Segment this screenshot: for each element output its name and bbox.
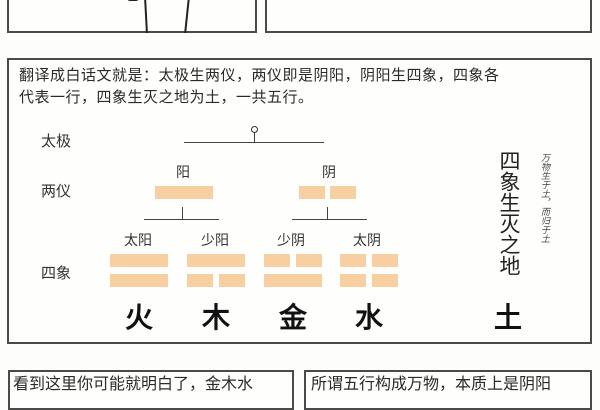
node-shaoyang: 少阳 [201, 233, 229, 249]
shaoyin-bar-top-left [264, 254, 290, 267]
bottom-left-comic-panel: 看到这里你可能就明白了，金木水 [8, 370, 294, 410]
taiyang-bar-bottom [110, 274, 168, 287]
top-right-comic-panel [265, 0, 592, 33]
taiyin-bar-top-right [372, 254, 398, 267]
element-earth: 土 [493, 301, 522, 334]
top-left-comic-panel [7, 0, 257, 33]
taiyin-bar-bottom-right [372, 274, 398, 287]
bottom-right-comic-panel: 所谓五行构成万物，本质上是阴阳 [304, 370, 592, 410]
node-yang: 阳 [176, 165, 190, 181]
yin-stem [327, 207, 328, 219]
shaoyang-bar-bottom-left [187, 274, 213, 287]
shaoyang-bar-bottom-right [219, 274, 245, 287]
caption-line-1: 翻译成白话文就是：太极生两仪，两仪即是阴阳，阴阳生四象，四象各 [19, 66, 500, 84]
shaoyin-bar-bottom [264, 274, 322, 287]
row-label-sixiang: 四象 [41, 264, 72, 282]
row-label-taiji: 太极 [41, 132, 72, 150]
bottom-left-text: 看到这里你可能就明白了，金木水 [13, 374, 254, 393]
node-shaoyin: 少阴 [277, 233, 305, 249]
shaoyin-bar-top-right [296, 254, 322, 267]
node-taiyang: 太阳 [124, 233, 152, 249]
yin-bar-right [330, 186, 356, 199]
earth-title: 四象生灭之地 [497, 150, 521, 276]
yang-stem [182, 207, 183, 219]
bottom-right-text: 所谓五行构成万物，本质上是阴阳 [311, 374, 552, 393]
shaoyang-bar-top [187, 254, 245, 267]
element-fire: 火 [124, 301, 153, 334]
row-label-liangyi: 两仪 [41, 182, 72, 200]
main-diagram-panel: 翻译成白话文就是：太极生两仪，两仪即是阴阳，阴阳生四象，四象各 代表一行，四象生… [7, 58, 592, 344]
node-taiyin: 太阴 [353, 233, 381, 249]
taiyang-bar-top [110, 254, 168, 267]
yin-bar-left [299, 186, 325, 199]
taiji-circle-icon [251, 126, 258, 133]
taiji-stem [254, 133, 255, 143]
element-water: 水 [354, 301, 383, 334]
element-metal: 金 [278, 301, 307, 334]
yin-branch [292, 219, 367, 220]
figure-line-right [184, 0, 190, 33]
earth-note: 万物生于土，而归于土 [539, 153, 549, 243]
taiji-branch [184, 142, 324, 143]
taiyin-bar-bottom-left [340, 274, 366, 287]
node-yin: 阴 [322, 165, 336, 181]
figure-line-left [144, 0, 148, 33]
yang-branch [144, 219, 219, 220]
element-wood: 木 [201, 301, 230, 334]
taiyin-bar-top-left [340, 254, 366, 267]
figure-detail [127, 0, 139, 1]
yang-bar-solid [155, 186, 213, 199]
caption-line-2: 代表一行，四象生灭之地为土，一共五行。 [19, 88, 314, 106]
